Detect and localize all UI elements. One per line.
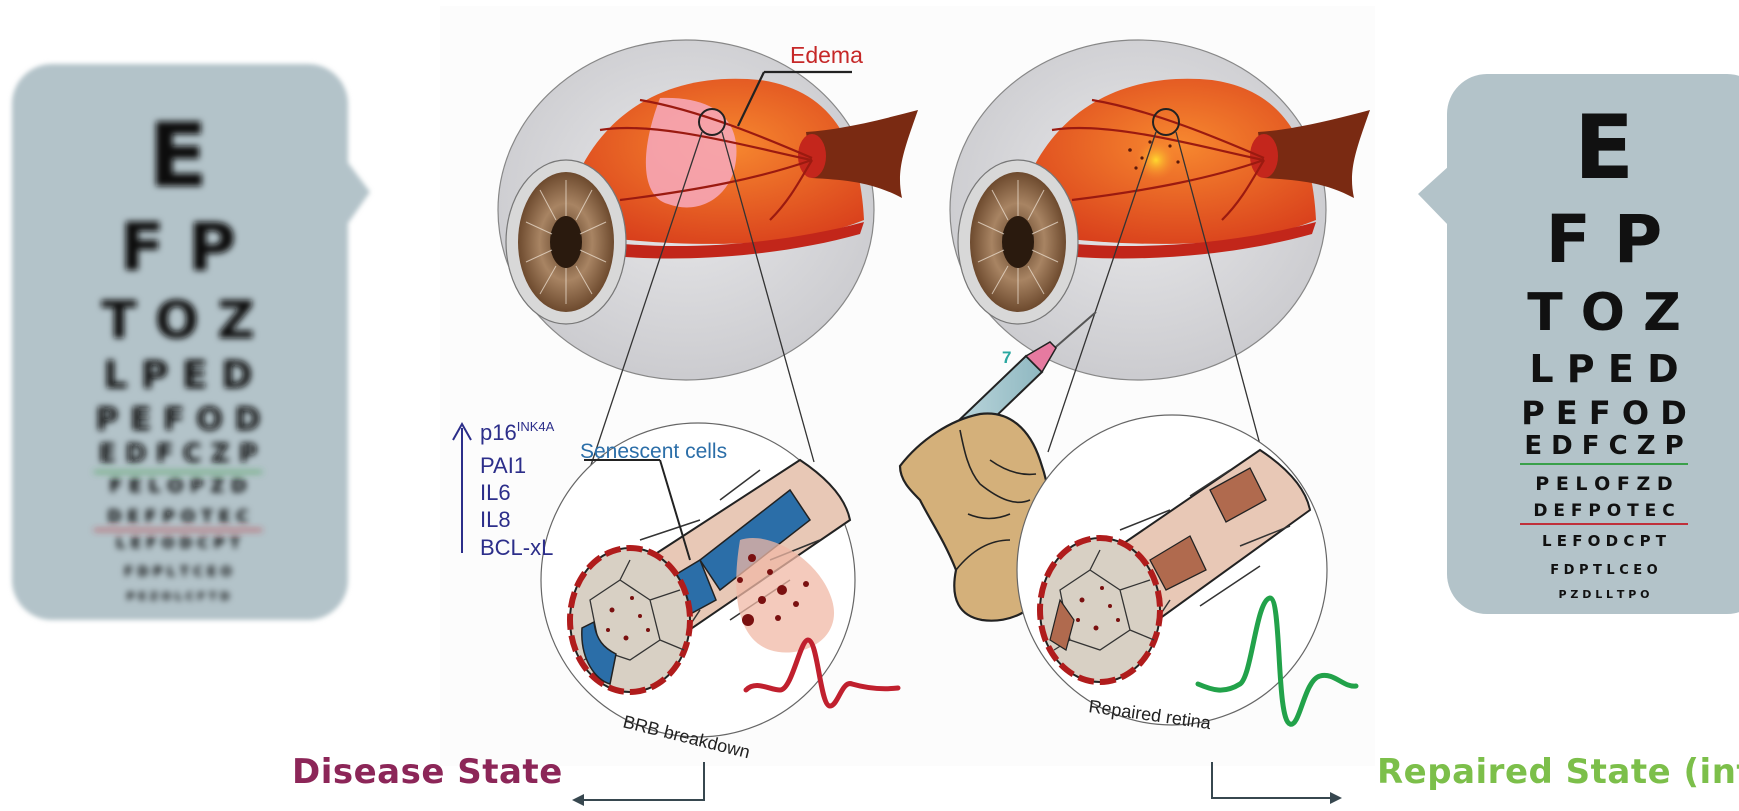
- blurred-chart-row: L P E D: [103, 353, 252, 397]
- syringe-mark: 7: [1002, 348, 1011, 367]
- clear-chart-row: F D P T L C E O: [1550, 563, 1658, 578]
- blurred-chart-row: F D P L T C E O: [124, 565, 232, 580]
- blurred-chart-row: T O Z: [101, 291, 255, 351]
- clear-chart-row: P Z D L L T P O: [1559, 588, 1650, 601]
- blurred-chart-row: P E F O D: [95, 400, 261, 438]
- clear-chart-row: E: [1574, 96, 1634, 199]
- marker-il6: IL6: [480, 480, 511, 505]
- clear-chart-row: E D F C Z P: [1524, 431, 1683, 461]
- clear-chart-row: P E F O D: [1521, 394, 1687, 432]
- marker-pai1: PAI1: [480, 453, 526, 478]
- clear-chart-row: L E F O D C P T: [1542, 532, 1667, 550]
- clear-chart-row: P E L O F Z D: [1535, 473, 1672, 495]
- repaired-arrow: [1212, 762, 1342, 804]
- blurred-chart-row: E: [148, 104, 208, 207]
- repaired-state-title: Repaired State (inten: [1377, 752, 1739, 792]
- clear-chart-row: L P E D: [1529, 347, 1678, 391]
- clear-chart-row: F P: [1546, 201, 1662, 278]
- marker-il8: IL8: [480, 507, 511, 532]
- eye-chart-clear: EF PT O ZL P E DP E F O DE D F C Z P P E …: [1418, 74, 1739, 614]
- edema-label: Edema: [790, 42, 863, 68]
- blurred-chart-row: F P: [120, 209, 236, 286]
- blurred-chart-row: P E Z O L C F T D: [127, 590, 230, 603]
- blurred-chart-row: L E F O D C P T: [116, 534, 241, 552]
- marker-bclxl: BCL-xL: [480, 535, 553, 560]
- blurred-chart-row: D E F P O T E C: [107, 507, 248, 527]
- clear-chart-row: D E F P O T E C: [1533, 501, 1674, 521]
- disease-state-title: Disease State: [292, 752, 563, 792]
- clear-chart-row: T O Z: [1527, 283, 1681, 343]
- senescent-cells-label: Senescent cells: [580, 440, 727, 463]
- disease-arrow: [572, 762, 704, 806]
- blurred-chart-row: E D F C Z P: [98, 439, 257, 469]
- blurred-chart-row: F E L O P Z D: [109, 475, 246, 497]
- eye-chart-blurred: EF PT O ZL P E DP E F O DE D F C Z P F E …: [12, 64, 370, 620]
